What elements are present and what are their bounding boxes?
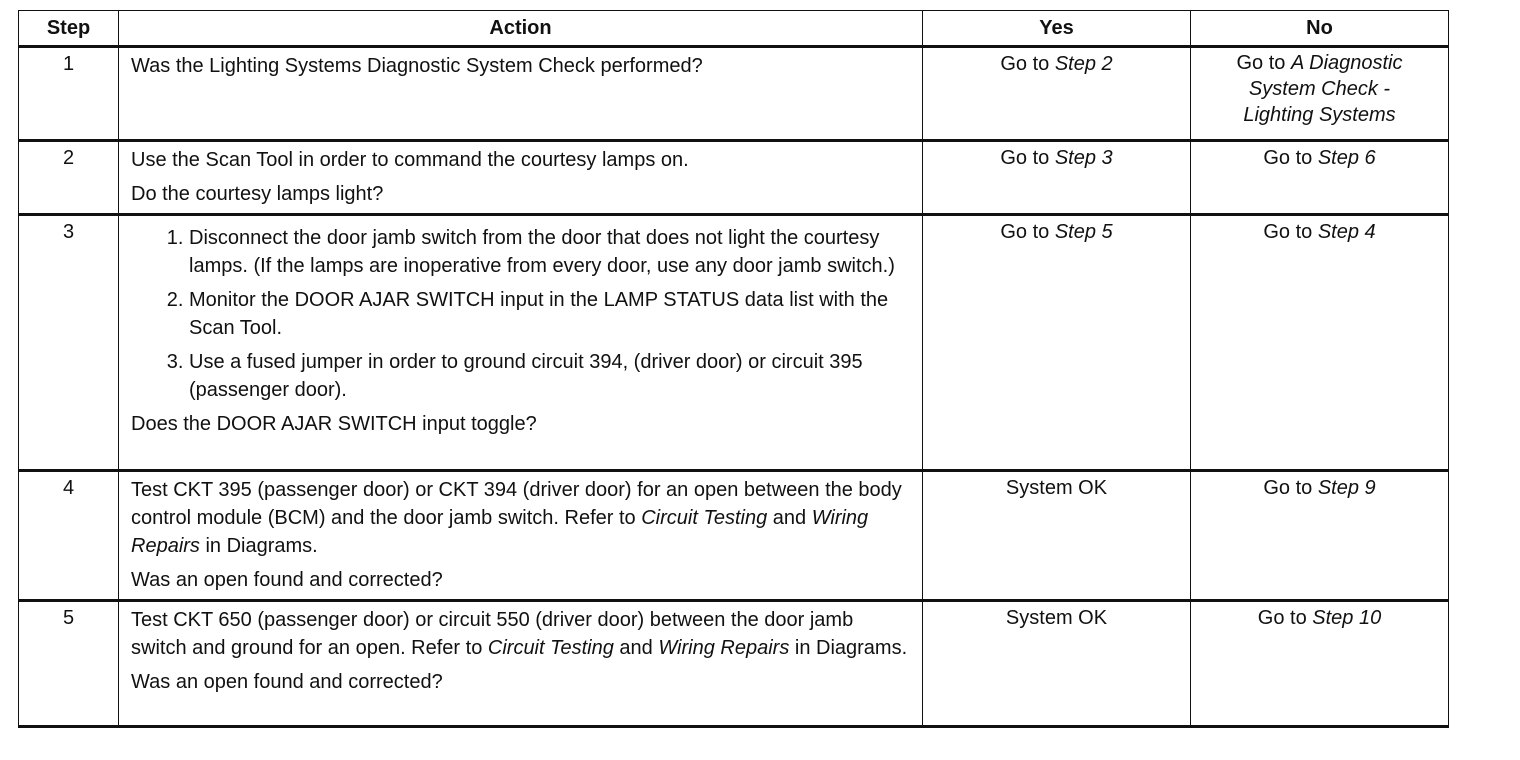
table-row: 3 Disconnect the door jamb switch from t… <box>18 214 1449 471</box>
no-prefix: Go to <box>1257 607 1313 629</box>
step-number: 3 <box>18 214 119 471</box>
no-step-link[interactable]: Step 9 <box>1317 477 1376 499</box>
action-text: Test CKT 650 (passenger door) or circuit… <box>131 606 910 662</box>
no-step-link[interactable]: Step 10 <box>1312 607 1382 629</box>
action-text-a: Test CKT 650 (passenger door) or circuit… <box>131 609 854 659</box>
yes-cell: Go to Step 2 <box>922 46 1191 141</box>
substep-item: Use a fused jumper in order to ground ci… <box>189 348 910 404</box>
no-prefix: Go to <box>1236 52 1291 74</box>
yes-prefix: Go to <box>1000 147 1055 169</box>
no-ref-line-2[interactable]: System Check - <box>1248 78 1391 100</box>
no-step-link[interactable]: Step 4 <box>1317 221 1376 243</box>
header-row: Step Action Yes No <box>18 10 1449 47</box>
yes-prefix: Go to <box>1000 221 1055 243</box>
substep-list: Disconnect the door jamb switch from the… <box>131 224 910 404</box>
header-step: Step <box>18 10 119 47</box>
yes-cell: Go to Step 5 <box>922 214 1191 471</box>
no-prefix: Go to <box>1263 477 1318 499</box>
action-question: Was an open found and corrected? <box>131 569 443 591</box>
ref-circuit-testing[interactable]: Circuit Testing <box>641 507 768 529</box>
ref-circuit-testing[interactable]: Circuit Testing <box>487 637 614 659</box>
yes-step-link[interactable]: Step 3 <box>1054 147 1113 169</box>
yes-cell: System OK <box>922 600 1191 727</box>
yes-result: System OK <box>1005 607 1108 629</box>
action-text: Use the Scan Tool in order to command th… <box>131 149 689 171</box>
action-text-c: in Diagrams. <box>789 637 908 659</box>
diagnostic-table: Step Action Yes No 1 Was the Lighting Sy… <box>18 10 1449 728</box>
header-yes: Yes <box>922 10 1191 47</box>
no-cell: Go to Step 10 <box>1190 600 1449 727</box>
action-text-b: and <box>767 507 812 529</box>
no-cell: Go to Step 9 <box>1190 470 1449 601</box>
step-number: 2 <box>18 140 119 215</box>
action-question: Do the courtesy lamps light? <box>131 183 384 205</box>
no-ref-line-1[interactable]: A Diagnostic <box>1290 52 1403 74</box>
yes-prefix: Go to <box>1000 53 1055 75</box>
substep-item: Monitor the DOOR AJAR SWITCH input in th… <box>189 286 910 342</box>
action-question: Does the DOOR AJAR SWITCH input toggle? <box>131 413 537 435</box>
step-number: 5 <box>18 600 119 727</box>
header-no: No <box>1190 10 1449 47</box>
action-question: Was an open found and corrected? <box>131 671 443 693</box>
action-cell: Was the Lighting Systems Diagnostic Syst… <box>118 46 923 141</box>
no-prefix: Go to <box>1263 147 1318 169</box>
step-number: 1 <box>18 46 119 141</box>
table-row: 2 Use the Scan Tool in order to command … <box>18 140 1449 215</box>
yes-cell: System OK <box>922 470 1191 601</box>
action-cell: Use the Scan Tool in order to command th… <box>118 140 923 215</box>
no-ref-line-3[interactable]: Lighting Systems <box>1243 104 1396 126</box>
ref-wiring-repairs[interactable]: Wiring Repairs <box>131 507 869 557</box>
table-row: 5 Test CKT 650 (passenger door) or circu… <box>18 600 1449 727</box>
yes-step-link[interactable]: Step 5 <box>1054 221 1113 243</box>
header-action: Action <box>118 10 923 47</box>
yes-result: System OK <box>1005 477 1108 499</box>
no-cell: Go to Step 6 <box>1190 140 1449 215</box>
no-step-link[interactable]: Step 6 <box>1317 147 1376 169</box>
substep-item: Disconnect the door jamb switch from the… <box>189 224 910 280</box>
no-cell: Go to Step 4 <box>1190 214 1449 471</box>
action-cell: Test CKT 650 (passenger door) or circuit… <box>118 600 923 727</box>
table-row: 4 Test CKT 395 (passenger door) or CKT 3… <box>18 470 1449 601</box>
no-prefix: Go to <box>1263 221 1318 243</box>
action-text-c: in Diagrams. <box>199 535 318 557</box>
ref-wiring-repairs[interactable]: Wiring Repairs <box>658 637 790 659</box>
action-cell: Disconnect the door jamb switch from the… <box>118 214 923 471</box>
table-row: 1 Was the Lighting Systems Diagnostic Sy… <box>18 46 1449 141</box>
yes-cell: Go to Step 3 <box>922 140 1191 215</box>
action-cell: Test CKT 395 (passenger door) or CKT 394… <box>118 470 923 601</box>
action-text: Was the Lighting Systems Diagnostic Syst… <box>131 55 703 77</box>
action-text-a: Test CKT 395 (passenger door) or CKT 394… <box>131 479 902 529</box>
action-text-b: and <box>613 637 659 659</box>
step-number: 4 <box>18 470 119 601</box>
yes-step-link[interactable]: Step 2 <box>1054 53 1113 75</box>
action-text: Test CKT 395 (passenger door) or CKT 394… <box>131 476 910 560</box>
